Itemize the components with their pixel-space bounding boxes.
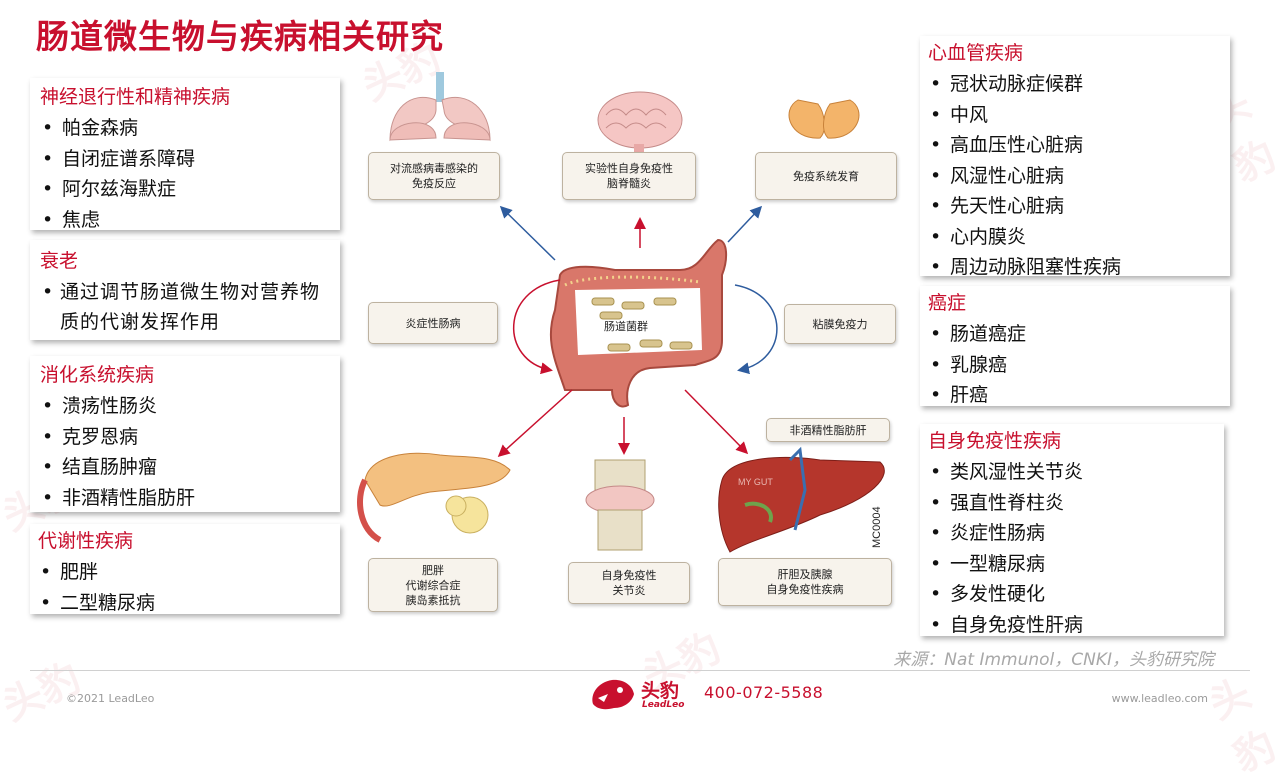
list-item: 乳腺癌 [928, 350, 1230, 381]
list-item: 自身免疫性肝病 [928, 610, 1224, 641]
label-liver: 肝胆及胰腺 自身免疫性疾病 [718, 558, 892, 606]
brand-sub: LeadLeo [642, 700, 685, 710]
page-title: 肠道微生物与疾病相关研究 [36, 17, 444, 56]
copyright: ©2021 LeadLeo [66, 692, 155, 705]
list-item: 克罗恩病 [40, 422, 340, 453]
label-ibd: 炎症性肠病 [368, 302, 498, 344]
list-item: 自闭症谱系障碍 [40, 144, 340, 175]
thymus-icon [788, 99, 860, 139]
panel-aging: 衰老 通过调节肠道微生物对营养物质的代谢发挥作用 [30, 240, 340, 340]
panel-heading: 消化系统疾病 [40, 364, 155, 386]
panel-heading: 衰老 [40, 250, 79, 272]
panel-paragraph: 通过调节肠道微生物对营养物质的代谢发挥作用 [40, 277, 332, 337]
footer-divider [30, 670, 1250, 671]
panel-heading: 自身免疫性疾病 [928, 430, 1062, 452]
panel-cancer: 癌症 肠道癌症 乳腺癌 肝癌 [920, 286, 1230, 410]
list-item: 中风 [928, 100, 1230, 131]
panel-autoimmune: 自身免疫性疾病 类风湿性关节炎 强直性脊柱炎 炎症性肠病 一型糖尿病 多发性硬化… [920, 424, 1224, 640]
brand-name: 头豹 [641, 680, 680, 702]
website-link[interactable]: www.leadleo.com [1111, 692, 1208, 705]
liver-logo: MY GUT [738, 477, 773, 487]
source-note: 来源：Nat Immunol，CNKI，头豹研究院 [893, 650, 1214, 670]
list-item: 肠道癌症 [928, 319, 1230, 350]
gut-diagram: MY GUT MC0004 [357, 72, 885, 553]
list-item: 肝癌 [928, 380, 1230, 411]
bacteria-icon [591, 297, 693, 352]
label-brain: 实验性自身免疫性 脑脊髓炎 [562, 152, 696, 200]
list-item: 冠状动脉症候群 [928, 69, 1230, 100]
panel-digestive: 消化系统疾病 溃疡性肠炎 克罗恩病 结直肠肿瘤 非酒精性脂肪肝 [30, 356, 340, 514]
leadleo-logo-icon [592, 679, 634, 710]
label-thymus: 免疫系统发育 [755, 152, 897, 200]
list-item: 类风湿性关节炎 [928, 457, 1224, 488]
pancreas-icon [357, 452, 511, 543]
panel-heading: 癌症 [928, 292, 967, 314]
list-item: 非酒精性脂肪肝 [40, 483, 340, 514]
list-item: 肥胖 [38, 557, 340, 588]
list-item: 炎症性肠病 [928, 518, 1224, 549]
label-joint: 自身免疫性 关节炎 [568, 562, 690, 604]
panel-heading: 心血管疾病 [928, 42, 1024, 64]
list-item: 结直肠肿瘤 [40, 452, 340, 483]
panel-neurological: 神经退行性和精神疾病 帕金森病 自闭症谱系障碍 阿尔兹海默症 焦虑 [30, 78, 340, 235]
label-gut: 肠道菌群 [604, 320, 648, 333]
liver-icon: MY GUT [718, 446, 885, 553]
list-item: 一型糖尿病 [928, 549, 1224, 580]
panel-heading: 代谢性疾病 [38, 530, 134, 552]
lungs-icon [389, 72, 491, 142]
knee-joint-icon [585, 459, 655, 551]
watermark: 头豹 [0, 654, 88, 731]
list-item: 焦虑 [40, 205, 340, 236]
list-item: 风湿性心脏病 [928, 161, 1230, 192]
label-lung: 对流感病毒感染的 免疫反应 [368, 152, 500, 200]
watermark: 头豹 [1202, 670, 1280, 782]
label-mucosal: 粘膜免疫力 [784, 304, 896, 344]
image-code: MC0004 [871, 506, 883, 548]
list-item: 二型糖尿病 [38, 588, 340, 619]
list-item: 强直性脊柱炎 [928, 488, 1224, 519]
list-item: 溃疡性肠炎 [40, 391, 340, 422]
brain-icon [597, 91, 683, 156]
label-obesity: 肥胖 代谢综合症 胰岛素抵抗 [368, 558, 498, 612]
label-nafld: 非酒精性脂肪肝 [766, 418, 890, 442]
list-item: 先天性心脏病 [928, 191, 1230, 222]
phone-number: 400-072-5588 [704, 683, 824, 702]
list-item: 帕金森病 [40, 113, 340, 144]
list-item: 周边动脉阻塞性疾病 [928, 252, 1230, 283]
panel-cardiovascular: 心血管疾病 冠状动脉症候群 中风 高血压性心脏病 风湿性心脏病 先天性心脏病 心… [920, 36, 1230, 282]
list-item: 高血压性心脏病 [928, 130, 1230, 161]
list-item: 多发性硬化 [928, 579, 1224, 610]
list-item: 心内膜炎 [928, 222, 1230, 253]
panel-metabolic: 代谢性疾病 肥胖 二型糖尿病 [30, 524, 340, 618]
panel-heading: 神经退行性和精神疾病 [40, 86, 231, 108]
list-item: 阿尔兹海默症 [40, 174, 340, 205]
